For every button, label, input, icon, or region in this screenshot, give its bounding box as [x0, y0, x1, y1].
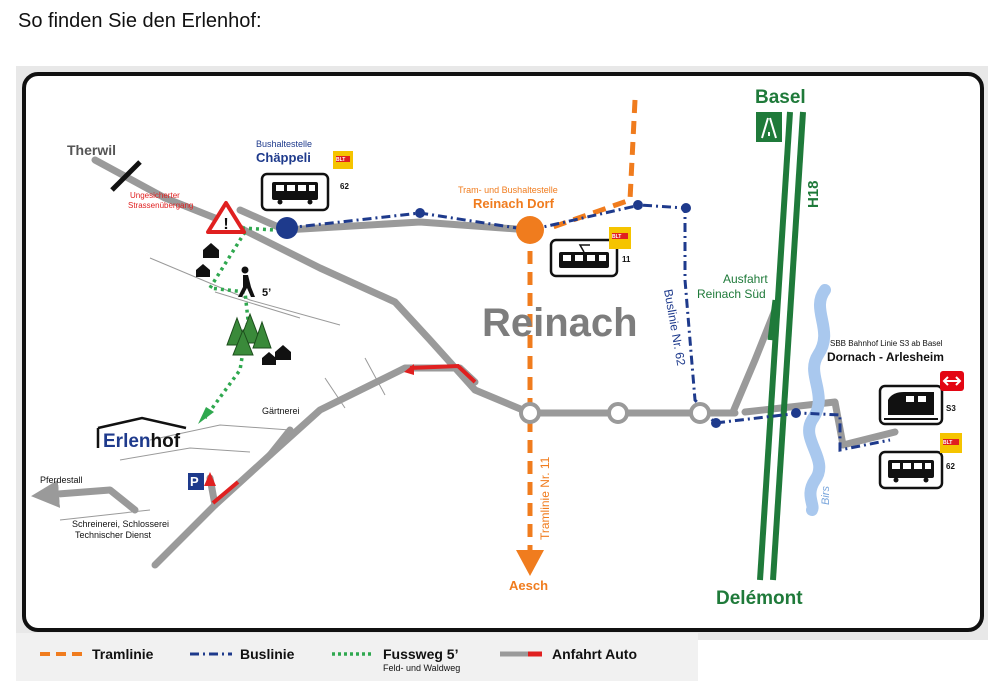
train-icon: [884, 392, 938, 420]
legend-walk-sub: Feld- und Waldweg: [383, 663, 460, 673]
label-erlenhof: Erlenhof: [103, 431, 181, 452]
tram-arrow-aesch: [516, 550, 544, 576]
car-route: [211, 363, 477, 505]
legend-tram: Tramlinie: [92, 646, 154, 662]
label-crossing-2: Strassenübergang: [128, 201, 193, 210]
legend-background: [16, 633, 698, 681]
legend-car: Anfahrt Auto: [552, 646, 637, 662]
page-title: So finden Sie den Erlenhof:: [18, 10, 262, 32]
legend-walk: Fussweg 5’: [383, 646, 458, 662]
label-h18: H18: [805, 180, 822, 208]
label-dornach-caption: SBB Bahnhof Linie S3 ab Basel: [830, 339, 943, 348]
legend-bus: Buslinie: [240, 646, 295, 662]
car-arrow-top: [404, 364, 414, 375]
erlenhof-logo-roof: [97, 416, 187, 430]
blt-text-chaeppeli: BLT: [336, 157, 345, 163]
railway-crossing-bar: [110, 160, 142, 192]
parking-letter: P: [190, 474, 199, 489]
label-chaeppeli: Chäppeli: [256, 150, 311, 165]
label-basel: Basel: [755, 87, 806, 108]
bus-icon: [272, 182, 318, 205]
label-chaeppeli-caption: Bushaltestelle: [256, 139, 312, 149]
label-chaeppeli-line: 62: [340, 182, 349, 191]
bus-line: [286, 203, 891, 452]
label-dornach-train-line: S3: [946, 404, 956, 413]
label-delemont: Delémont: [716, 588, 803, 609]
warning-icon: [206, 201, 246, 234]
legend: Tramlinie Buslinie Fussweg 5’ Feld- und …: [40, 646, 637, 673]
pedestrian-icon: [238, 266, 255, 297]
stop-reinach-dorf-marker: [516, 216, 544, 244]
road-junctions: [519, 402, 711, 424]
label-reinach-dorf: Reinach Dorf: [473, 196, 555, 211]
label-tram-route: Tramlinie Nr. 11: [538, 456, 552, 540]
label-ausfahrt-1: Ausfahrt: [723, 272, 768, 286]
house-icons: [196, 243, 291, 365]
tram-icon: [559, 244, 609, 268]
label-dornach-bus-line: 62: [946, 462, 955, 471]
river-birs: [803, 284, 831, 516]
label-pferdestall: Pferdestall: [40, 475, 83, 485]
parking-icon: [188, 473, 204, 490]
label-schreinerei-1: Schreinerei, Schlosserei: [72, 519, 169, 529]
label-therwil: Therwil: [67, 142, 116, 158]
motorway-h18: [757, 111, 806, 581]
blt-text-dornach: BLT: [943, 440, 952, 446]
label-dornach: Dornach - Arlesheim: [827, 350, 944, 364]
label-crossing-1: Ungesicherter: [130, 191, 180, 200]
map-frame: [22, 72, 984, 632]
car-arrow-parking: [204, 472, 216, 486]
forest-icon: [226, 312, 272, 356]
label-gaertnerei: Gärtnerei: [262, 406, 300, 416]
label-reinach: Reinach: [482, 301, 638, 345]
label-reinach-dorf-caption: Tram- und Bushaltestelle: [458, 185, 558, 195]
stop-chaeppeli-marker: [276, 217, 298, 239]
motorway-sign-icon: [756, 112, 782, 142]
label-walk-time: 5’: [262, 287, 271, 299]
label-ausfahrt-2: Reinach Süd: [697, 287, 766, 301]
bus-stop-dots: [415, 200, 801, 428]
svg-text:!: !: [223, 216, 228, 233]
walk-route: [203, 231, 250, 420]
label-reinach-dorf-line: 11: [622, 255, 631, 264]
label-aesch: Aesch: [509, 578, 548, 593]
label-birs: Birs: [820, 486, 832, 505]
walk-arrow: [198, 407, 214, 424]
bus-icon-dornach: [888, 460, 934, 483]
label-schreinerei-2: Technischer Dienst: [75, 530, 152, 540]
blt-text-reinach-dorf: BLT: [612, 234, 621, 240]
